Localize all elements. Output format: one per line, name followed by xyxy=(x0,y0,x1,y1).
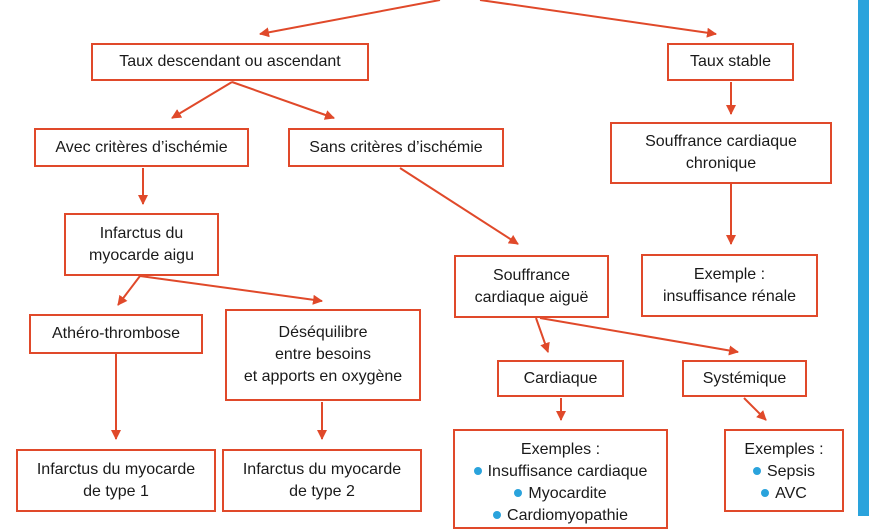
box-text: Avec critères d’ischémie xyxy=(55,138,228,156)
box-text-line-1: Infarctus du xyxy=(99,224,184,242)
box-text-line-3: et apports en oxygène xyxy=(243,368,403,385)
connector-arrows xyxy=(111,0,767,440)
arrow-root-to-taux-descendant xyxy=(259,0,441,38)
box-text-line-1: Déséquilibre xyxy=(278,324,368,341)
box-text-line-2: cardiaque aiguë xyxy=(474,288,589,306)
box-text-line-2: de type 2 xyxy=(289,482,355,500)
box-avec-criteres-ischemie: Avec critères d’ischémie xyxy=(34,128,249,167)
examples-title: Exemples : xyxy=(744,441,824,458)
side-accent-bar xyxy=(858,0,869,516)
box-text-line-2: myocarde aigu xyxy=(89,246,194,264)
arrow-root-to-taux-stable xyxy=(479,0,717,38)
box-text-line-2: de type 1 xyxy=(83,482,149,500)
list-item-text: Sepsis xyxy=(766,463,816,480)
arrow-systemique-to-exemples xyxy=(743,397,767,421)
list-item-text: AVC xyxy=(775,485,807,502)
list-item: Cardiomyopathie xyxy=(493,505,628,527)
bullet-icon xyxy=(752,466,761,475)
box-infarctus-myocarde-aigu: Infarctus du myocarde aigu xyxy=(64,213,219,276)
arrow-sans-to-souffrance-aigue xyxy=(399,167,519,245)
arrow-infarctus-to-desequilibre xyxy=(139,275,323,305)
box-text-line-1: Souffrance cardiaque xyxy=(645,133,797,150)
list-item: Sepsis xyxy=(752,461,816,483)
box-text: Taux descendant ou ascendant xyxy=(119,53,341,70)
box-taux-stable: Taux stable xyxy=(667,43,794,81)
box-text: Sans critères d’ischémie xyxy=(309,138,483,156)
box-desequilibre-besoins-apports: Déséquilibre entre besoins et apports en… xyxy=(225,309,421,401)
box-text: Cardiaque xyxy=(523,369,598,387)
box-text-line-1: Souffrance xyxy=(492,266,571,284)
box-cardiaque: Cardiaque xyxy=(497,360,624,397)
box-text-line-2: entre besoins xyxy=(274,346,372,363)
box-text: Taux stable xyxy=(690,53,771,70)
list-item: Insuffisance cardiaque xyxy=(473,461,648,483)
box-athero-thrombose: Athéro-thrombose xyxy=(29,314,203,354)
box-souffrance-cardiaque-chronique: Souffrance cardiaque chronique xyxy=(610,122,832,184)
box-exemples-systemique: Exemples : Sepsis AVC xyxy=(724,429,844,512)
box-text: Athéro-thrombose xyxy=(51,325,181,342)
box-sans-criteres-ischemie: Sans critères d’ischémie xyxy=(288,128,504,167)
box-text: Systémique xyxy=(702,369,787,387)
list-item: AVC xyxy=(761,483,807,505)
box-exemples-cardiaque: Exemples : Insuffisance cardiaque Myocar… xyxy=(453,429,668,529)
box-text-line-1: Infarctus du myocarde xyxy=(242,460,402,478)
box-systemique: Systémique xyxy=(682,360,807,397)
box-text-line-1: Infarctus du myocarde xyxy=(36,460,196,478)
examples-title: Exemples : xyxy=(520,441,601,458)
list-item: Myocardite xyxy=(514,483,607,505)
box-exemple-insuffisance-renale: Exemple : insuffisance rénale xyxy=(641,254,818,317)
bullet-icon xyxy=(473,466,482,475)
box-text-line-1: Exemple : xyxy=(693,265,766,283)
list-item-text: Myocardite xyxy=(528,485,607,502)
arrow-souffrance-to-cardiaque xyxy=(535,317,550,353)
bullet-icon xyxy=(493,510,502,519)
arrow-taux-to-avec xyxy=(171,81,233,119)
box-text-line-2: chronique xyxy=(685,155,757,172)
box-infarctus-type-2: Infarctus du myocarde de type 2 xyxy=(222,449,422,512)
list-item-text: Insuffisance cardiaque xyxy=(487,463,648,480)
box-souffrance-cardiaque-aigue: Souffrance cardiaque aiguë xyxy=(454,255,609,318)
bullet-icon xyxy=(514,488,523,497)
box-infarctus-type-1: Infarctus du myocarde de type 1 xyxy=(16,449,216,512)
box-text-line-2: insuffisance rénale xyxy=(662,287,797,305)
arrow-souffrance-to-systemique xyxy=(539,317,739,356)
arrow-infarctus-to-athero xyxy=(117,275,141,306)
arrow-taux-to-sans xyxy=(231,81,335,120)
box-taux-descendant-ou-ascendant: Taux descendant ou ascendant xyxy=(91,43,369,81)
bullet-icon xyxy=(761,488,770,497)
